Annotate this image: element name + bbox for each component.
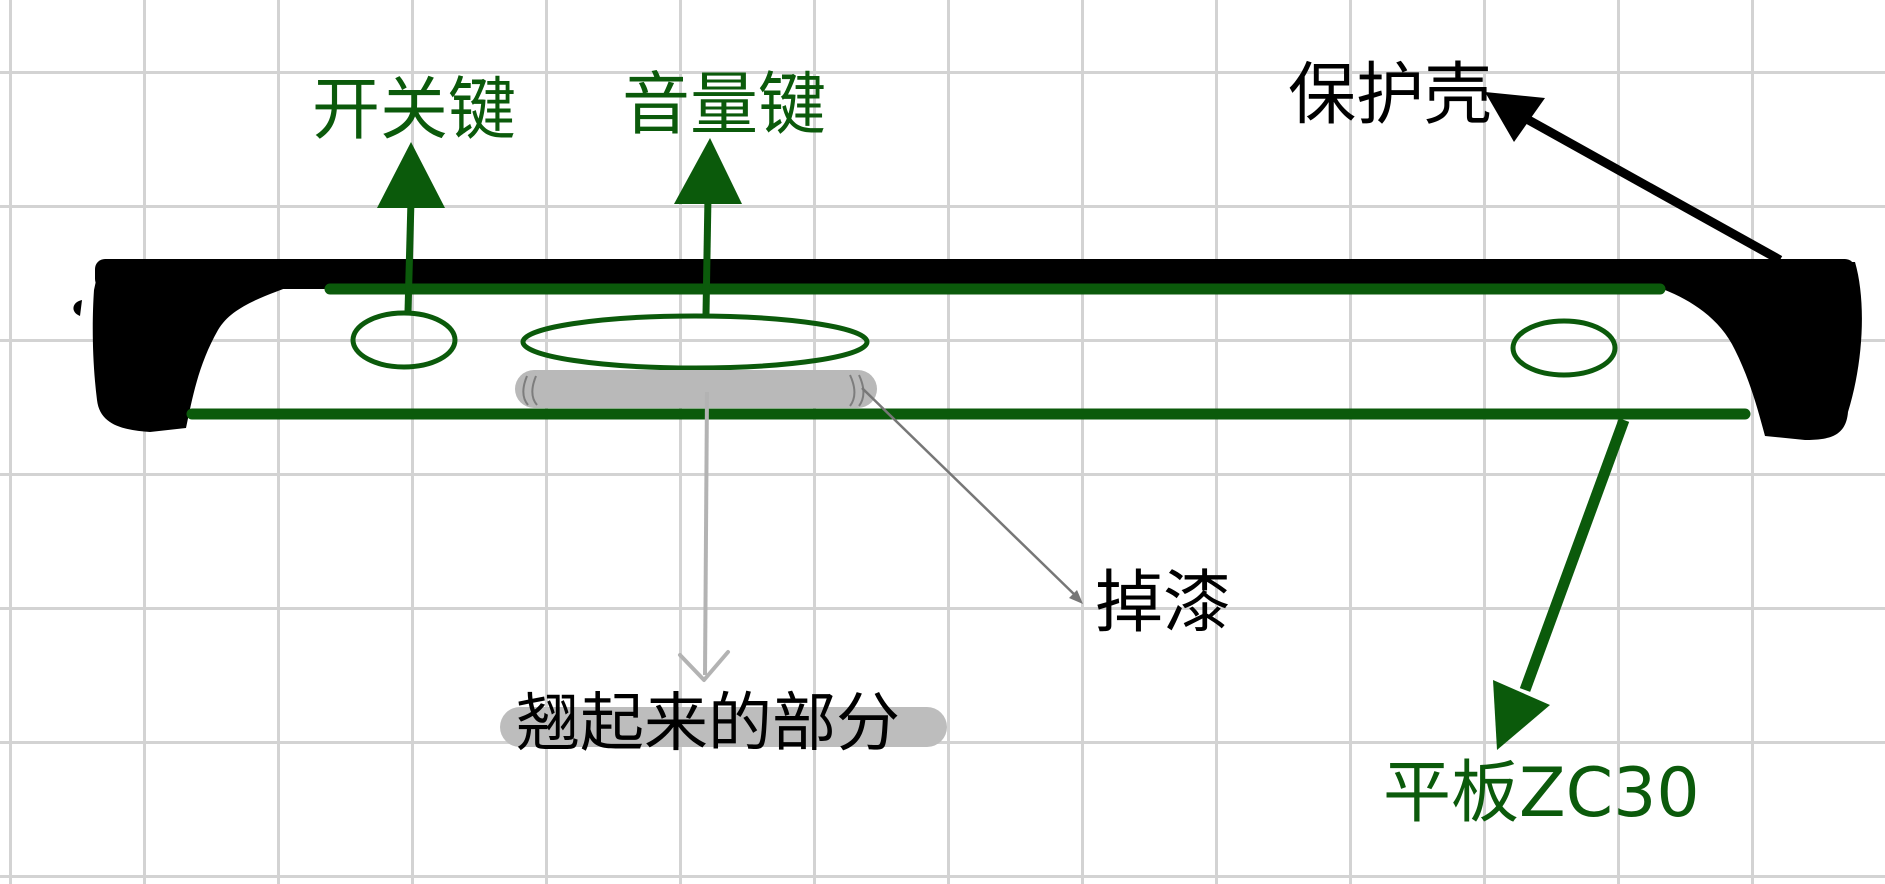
power-key-ellipse <box>350 310 458 370</box>
protective-case-arrow <box>1485 92 1783 264</box>
paint-peeling-label: 掉漆 <box>1095 564 1232 643</box>
raised-part-shape <box>515 370 877 408</box>
power-key-label: 开关键 <box>312 71 517 150</box>
volume-key-arrow <box>674 138 742 315</box>
raised-part-label: 翘起来的部分 <box>516 687 900 761</box>
raised-part-arrow <box>678 391 730 682</box>
side-button-ellipse <box>1510 318 1618 378</box>
tablet-outline <box>186 283 1751 420</box>
paint-peeling-arrow <box>861 387 1083 604</box>
protective-case <box>73 259 1862 440</box>
protective-case-label: 保护壳 <box>1288 56 1493 135</box>
tablet-arrow <box>1493 418 1630 750</box>
volume-key-label: 音量键 <box>622 66 827 145</box>
power-key-arrow <box>377 142 445 313</box>
raised-part-label-highlight <box>500 707 947 747</box>
tablet-label: 平板ZC30 <box>1383 754 1700 833</box>
volume-key-ellipse <box>520 313 870 371</box>
